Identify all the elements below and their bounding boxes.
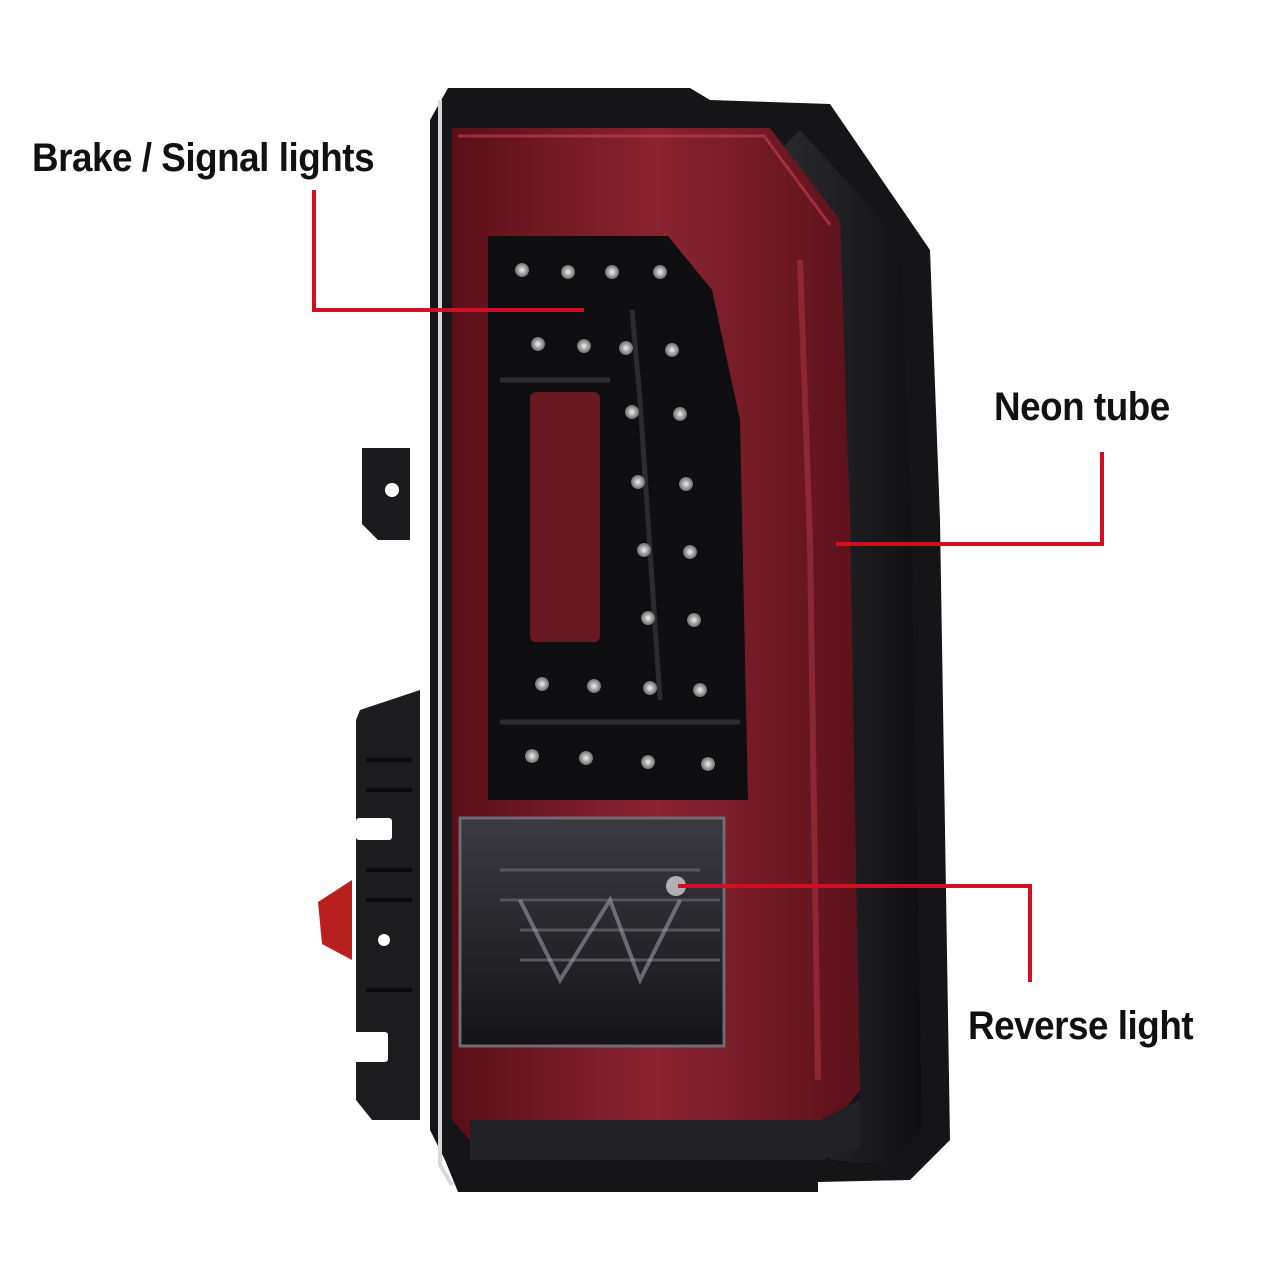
led [515, 263, 529, 277]
led [577, 339, 591, 353]
led [625, 405, 639, 419]
led [561, 265, 575, 279]
led [619, 341, 633, 355]
led [693, 683, 707, 697]
bottom-rim [470, 1100, 860, 1160]
led [531, 337, 545, 351]
led-array [515, 263, 715, 771]
led [637, 543, 651, 557]
led [679, 477, 693, 491]
led [643, 681, 657, 695]
led [641, 611, 655, 625]
led [701, 757, 715, 771]
callout-neon-tube: Neon tube [994, 385, 1170, 429]
mounting-bracket [318, 448, 420, 1120]
led-panel [488, 236, 748, 800]
leader-neon [836, 452, 1104, 546]
led [525, 749, 539, 763]
callout-leaders [312, 190, 1104, 982]
leader-reverse [678, 884, 1032, 982]
led [605, 265, 619, 279]
led [579, 751, 593, 765]
led [587, 679, 601, 693]
led [653, 265, 667, 279]
leader-brake [312, 190, 584, 312]
callout-brake-signal-lights: Brake / Signal lights [32, 136, 375, 180]
led [641, 755, 655, 769]
led [665, 343, 679, 357]
callout-reverse-light: Reverse light [968, 1004, 1194, 1048]
led [683, 545, 697, 559]
led [535, 677, 549, 691]
led [673, 407, 687, 421]
reverse-light [458, 816, 726, 1048]
led [631, 475, 645, 489]
led [687, 613, 701, 627]
